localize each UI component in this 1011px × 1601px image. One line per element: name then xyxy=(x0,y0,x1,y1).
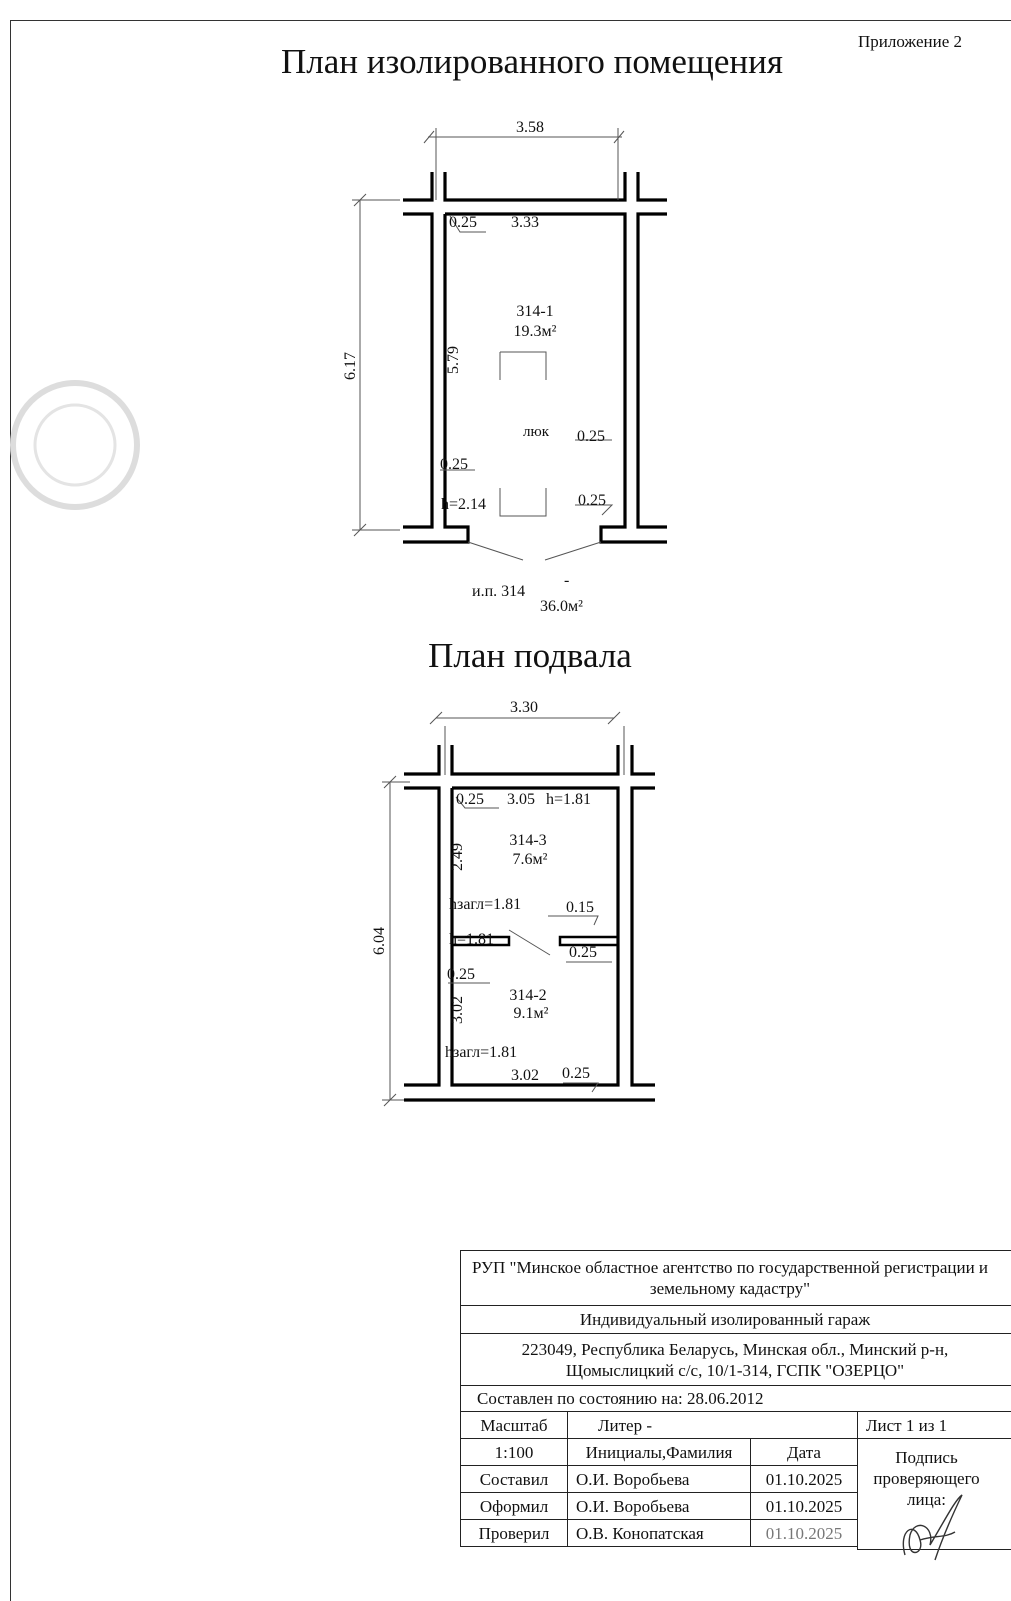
room3-id: 314-3 xyxy=(509,832,546,849)
scale-label-cell: Масштаб xyxy=(460,1411,568,1439)
dim-room2-length: 3.02 xyxy=(449,996,466,1024)
dim-partition: 0.15 xyxy=(566,899,594,916)
dim-wall-right: 0.25 xyxy=(569,944,597,961)
basement-dimension-lines xyxy=(382,711,625,1107)
room2-height: h=1.81 xyxy=(449,931,494,948)
object-cell: Индивидуальный изолированный гараж xyxy=(460,1305,1011,1334)
premise-label: и.п. 314 xyxy=(472,583,525,600)
sheet-cell: Лист 1 из 1 xyxy=(857,1411,1011,1439)
annex-label: Приложение 2 xyxy=(858,32,962,51)
date-cell: 01.10.2025 xyxy=(750,1465,858,1493)
dim-wall-bottom: 0.25 xyxy=(562,1065,590,1082)
state-date-cell: Составлен по состоянию на: 28.06.2012 xyxy=(460,1385,1011,1412)
page-frame xyxy=(10,20,1011,1601)
dim-bottom-inner-width: 3.02 xyxy=(511,1067,539,1084)
scale-value-cell: 1:100 xyxy=(460,1438,568,1466)
dim-room3-length: 2.49 xyxy=(449,843,466,871)
role-cell: Оформил xyxy=(460,1492,568,1520)
room-area: 19.3м² xyxy=(514,323,557,340)
room-height: h=2.14 xyxy=(441,496,486,513)
name-cell: О.В. Конопатская xyxy=(567,1519,751,1547)
dim-outer-width: 3.30 xyxy=(510,699,538,716)
date-header-cell: Дата xyxy=(750,1438,858,1466)
liter-cell: Литер - xyxy=(567,1411,858,1439)
dim-outer-width: 3.58 xyxy=(516,119,544,136)
basement-walls xyxy=(404,745,655,1102)
dim-wall-right: 0.25 xyxy=(577,428,605,445)
date-cell: 01.10.2025 xyxy=(750,1519,858,1547)
dim-outer-length: 6.04 xyxy=(371,927,388,955)
dim-wall-top: 0.25 xyxy=(456,791,484,808)
role-cell: Проверил xyxy=(460,1519,568,1547)
dim-top-inner-width: 3.05 xyxy=(507,791,535,808)
name-header-cell: Инициалы,Фамилия xyxy=(567,1438,751,1466)
room-id: 314-1 xyxy=(516,303,553,320)
name-cell: О.И. Воробьева xyxy=(567,1465,751,1493)
address-cell: 223049, Республика Беларусь, Минская обл… xyxy=(460,1333,1011,1386)
basement-title: План подвала xyxy=(428,636,632,675)
dim-wall-top: 0.25 xyxy=(449,214,477,231)
depth-mid: hзагл=1.81 xyxy=(449,896,521,913)
premise-area: 36.0м² xyxy=(540,598,583,615)
dim-outer-length: 6.17 xyxy=(342,352,359,380)
room2-id: 314-2 xyxy=(509,987,546,1004)
main-walls xyxy=(403,172,667,544)
organization-cell: РУП "Минское областное агентство по госу… xyxy=(460,1250,1011,1306)
depth-bottom: hзагл=1.81 xyxy=(445,1044,517,1061)
page-title: План изолированного помещения xyxy=(281,42,783,81)
room3-area: 7.6м² xyxy=(513,851,548,868)
date-cell: 01.10.2025 xyxy=(750,1492,858,1520)
name-cell: О.И. Воробьева xyxy=(567,1492,751,1520)
premise-dash: - xyxy=(564,572,569,589)
room2-area: 9.1м² xyxy=(514,1005,549,1022)
signature-cell: Подпись проверяющего лица: xyxy=(857,1438,1011,1550)
room3-height: h=1.81 xyxy=(546,791,591,808)
dim-inner-width: 3.33 xyxy=(511,214,539,231)
role-cell: Составил xyxy=(460,1465,568,1493)
dim-wall-bottom-right: 0.25 xyxy=(578,492,606,509)
main-dimension-lines xyxy=(352,128,625,561)
dim-inner-length: 5.79 xyxy=(445,346,462,374)
signature-label: Подпись проверяющего лица: xyxy=(873,1448,980,1509)
dim-wall-left: 0.25 xyxy=(447,966,475,983)
hatch-label: люк xyxy=(523,424,550,440)
dim-wall-left: 0.25 xyxy=(440,456,468,473)
